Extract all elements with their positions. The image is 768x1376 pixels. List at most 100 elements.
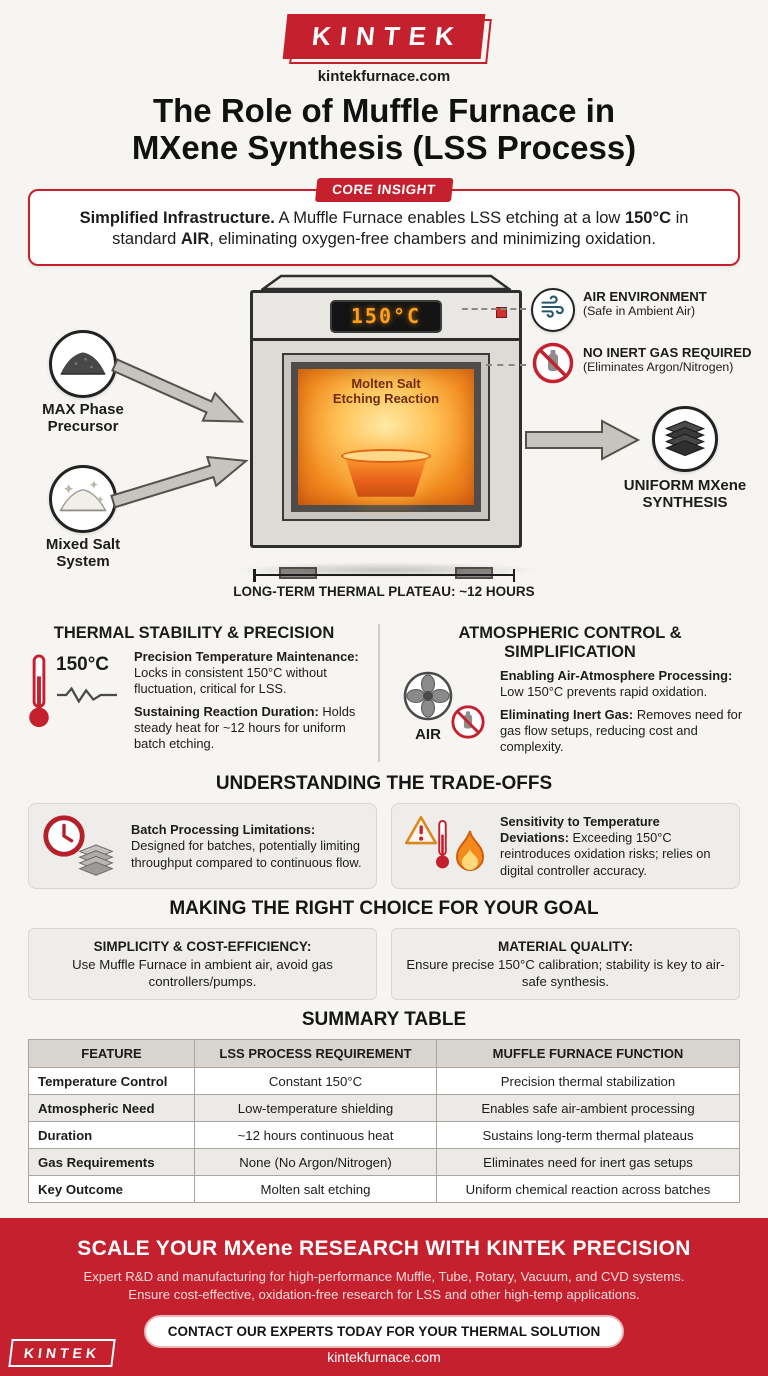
furnace-body: 150°C Molten Salt Etching Reaction <box>250 289 522 579</box>
air-callout: AIR ENVIRONMENT (Safe in Ambient Air) <box>583 289 765 318</box>
mxene-output-label-line1: UNIFORM MXene <box>623 476 747 494</box>
crucible-icon <box>339 448 433 497</box>
insight-seg1: A Muffle Furnace enables LSS etching at … <box>274 208 625 227</box>
air-callout-title: AIR ENVIRONMENT <box>583 288 707 304</box>
tradeoff-sensitivity-bold: Sensitivity to Temperature Deviations: <box>500 813 660 845</box>
muffle-furnace: 150°C Molten Salt Etching Reaction <box>232 274 540 579</box>
power-button[interactable] <box>496 306 507 318</box>
page-title: The Role of Muffle Furnace in MXene Synt… <box>0 92 768 167</box>
table-cell: Key Outcome <box>28 1175 195 1204</box>
footer-text-line1: Expert R&D and manufacturing for high-pe… <box>83 1269 685 1284</box>
table-cell: None (No Argon/Nitrogen) <box>194 1148 437 1177</box>
table-row: Duration ~12 hours continuous heat Susta… <box>28 1121 740 1150</box>
footer-website[interactable]: kintekfurnace.com <box>327 1349 441 1365</box>
small-thermometer-icon <box>434 819 451 875</box>
air-callout-line <box>462 307 526 310</box>
chamber-label-line1: Molten Salt <box>351 375 421 391</box>
table-cell: ~12 hours continuous heat <box>194 1121 437 1150</box>
table-row: Temperature Control Constant 150°C Preci… <box>28 1067 740 1096</box>
plateau-bracket <box>253 568 515 582</box>
furnace-door: Molten Salt Etching Reaction <box>282 352 490 521</box>
atmospheric-point1-text: Low 150°C prevents rapid oxidation. <box>500 683 708 699</box>
core-insight-badge: CORE INSIGHT <box>315 177 453 202</box>
sensitivity-icons <box>404 813 490 879</box>
gas-callout-subtitle: (Eliminates Argon/Nitrogen) <box>583 359 734 374</box>
wind-icon <box>539 293 567 326</box>
atmospheric-title-line2: SIMPLIFICATION <box>504 642 636 661</box>
summary-table-wrap: FEATURE LSS PROCESS REQUIREMENT MUFFLE F… <box>28 1039 740 1204</box>
batch-icons <box>41 813 121 879</box>
table-cell: Constant 150°C <box>194 1067 437 1096</box>
max-phase-label-line2: Precursor <box>47 417 119 435</box>
fan-icon <box>402 670 454 728</box>
table-cell: Enables safe air-ambient processing <box>436 1094 740 1123</box>
air-callout-subtitle: (Safe in Ambient Air) <box>583 303 696 318</box>
input-arrow-2-icon <box>106 442 257 524</box>
insight-bold1: 150°C <box>624 208 671 227</box>
max-phase-label-line1: MAX Phase <box>42 400 124 418</box>
thermal-temp-value: 150°C <box>56 653 110 675</box>
clock-icon <box>41 813 87 863</box>
mxene-output-label-line2: SYNTHESIS <box>642 493 728 511</box>
table-cell: Eliminates need for inert gas setups <box>436 1148 740 1177</box>
temperature-display: 150°C <box>330 299 442 333</box>
tradeoff-batch-text: Batch Processing Limitations: Designed f… <box>131 822 364 871</box>
tradeoff-sensitivity-text: Sensitivity to Temperature Deviations: E… <box>500 814 727 880</box>
table-row: Gas Requirements None (No Argon/Nitrogen… <box>28 1148 740 1177</box>
no-gas-circle <box>531 343 575 388</box>
table-cell: Gas Requirements <box>28 1148 195 1177</box>
salt-pile-icon <box>56 476 110 521</box>
insight-lead: Simplified Infrastructure. <box>79 208 275 227</box>
fluctuation-line-icon <box>54 685 120 711</box>
mixed-salt-label-line1: Mixed Salt <box>45 535 121 553</box>
features-section: THERMAL STABILITY & PRECISION 150°C Prec… <box>0 612 768 765</box>
kintek-logo: KINTEK <box>282 14 486 59</box>
thermal-icons: 150°C <box>24 649 126 745</box>
table-cell: Low-temperature shielding <box>194 1094 437 1123</box>
no-inert-gas-small-icon <box>450 704 486 746</box>
furnace-foot-left <box>279 566 317 579</box>
mxene-output-label: UNIFORM MXene SYNTHESIS <box>610 476 760 512</box>
tradeoff-batch-bold: Batch Processing Limitations: <box>131 821 316 837</box>
summary-table: FEATURE LSS PROCESS REQUIREMENT MUFFLE F… <box>28 1039 740 1204</box>
crucible-rim <box>341 448 431 463</box>
air-circle <box>531 287 575 332</box>
choice-quality-bold: MATERIAL QUALITY: <box>498 939 633 955</box>
atmospheric-feature: ATMOSPHERIC CONTROL & SIMPLIFICATION AIR… <box>378 623 744 763</box>
tradeoffs-title: UNDERSTANDING THE TRADE-OFFS <box>215 773 553 795</box>
air-text: AIR <box>415 725 441 743</box>
atmospheric-point2-title: Eliminating Inert Gas: <box>500 706 634 722</box>
chamber-label-line2: Etching Reaction <box>332 390 440 406</box>
table-row: Atmospheric Need Low-temperature shieldi… <box>28 1094 740 1123</box>
table-cell: Atmospheric Need <box>28 1094 195 1123</box>
thermal-point1-title: Precision Temperature Maintenance: <box>134 648 359 664</box>
furnace-top-icon <box>250 274 522 290</box>
footer-text: Expert R&D and manufacturing for high-pe… <box>0 1268 768 1304</box>
header: KINTEK kintekfurnace.com The Role of Muf… <box>0 0 768 167</box>
process-diagram: MAX Phase Precursor Mixed Salt System <box>0 272 768 612</box>
input-arrow-1-icon <box>104 348 253 444</box>
thermal-feature-title: THERMAL STABILITY & PRECISION <box>53 623 335 642</box>
chamber-label: Molten Salt Etching Reaction <box>298 375 474 407</box>
atmospheric-feature-text: Enabling Air-Atmosphere Processing: Low … <box>500 668 744 763</box>
batch-layers-icon <box>73 835 119 885</box>
page-title-line1: The Role of Muffle Furnace in <box>152 92 616 129</box>
page-title-line2: MXene Synthesis (LSS Process) <box>131 128 637 166</box>
contact-experts-button[interactable]: CONTACT OUR EXPERTS TODAY FOR YOUR THERM… <box>143 1314 625 1348</box>
table-header-row: FEATURE LSS PROCESS REQUIREMENT MUFFLE F… <box>28 1039 740 1069</box>
choice-card-simplicity: SIMPLICITY & COST-EFFICIENCY: Use Muffle… <box>28 928 377 1001</box>
gas-callout: NO INERT GAS REQUIRED (Eliminates Argon/… <box>583 345 765 374</box>
choice-card-quality: MATERIAL QUALITY: Ensure precise 150°C c… <box>391 928 740 1001</box>
furnace-chamber: Molten Salt Etching Reaction <box>291 361 481 512</box>
powder-pile-icon <box>57 343 109 384</box>
website-text[interactable]: kintekfurnace.com <box>317 68 451 85</box>
atmospheric-icons: AIR <box>396 668 492 750</box>
max-phase-circle <box>49 329 117 398</box>
table-header-feature: FEATURE <box>28 1039 195 1069</box>
thermal-feature: THERMAL STABILITY & PRECISION 150°C Prec… <box>24 624 378 763</box>
mixed-salt-label-line2: System <box>56 552 110 570</box>
table-cell: Sustains long-term thermal plateaus <box>436 1121 740 1150</box>
furnace-foot-right <box>455 566 493 579</box>
thermal-point1-text: Locks in consistent 150°C without fluctu… <box>134 664 327 696</box>
